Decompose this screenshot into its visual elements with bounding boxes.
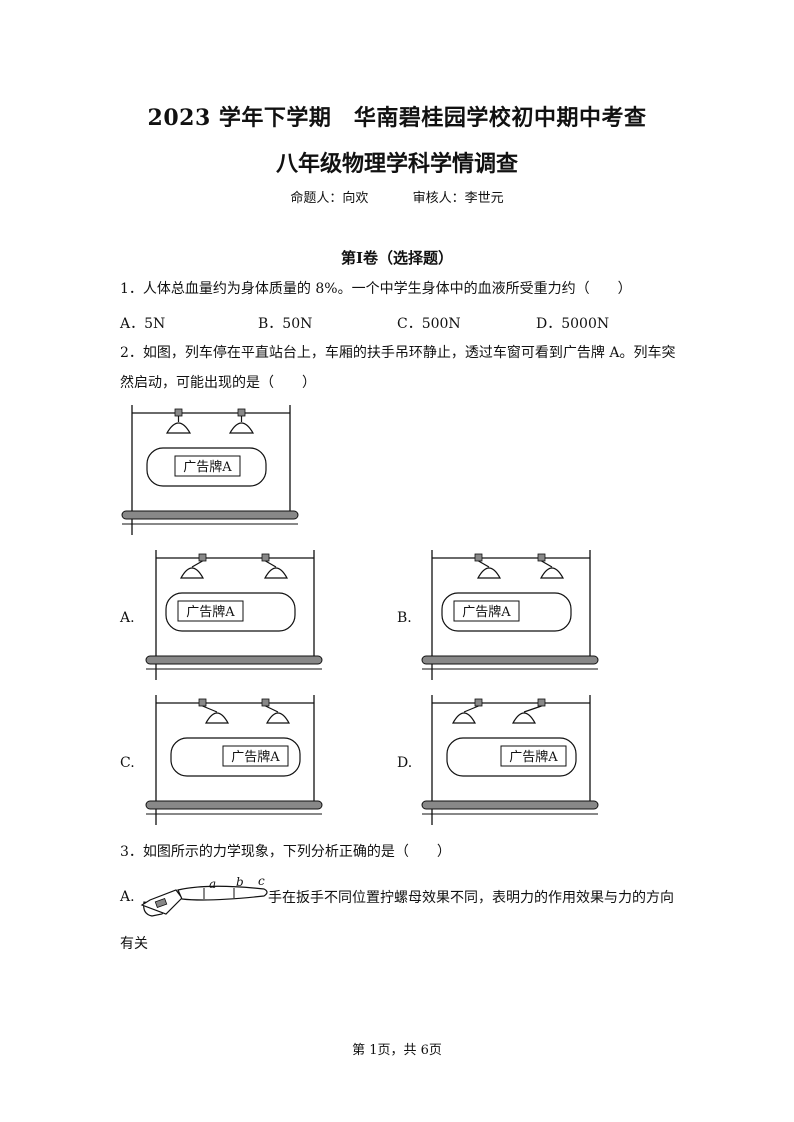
q3-option-a-text: 手在扳手不同位置拧螺母效果不同，表明力的作用效果与力的方向: [268, 890, 674, 906]
train-scene-original: 广告牌A: [118, 400, 303, 544]
wrench-point-c: c: [258, 874, 265, 888]
question-2-text-line1: 2．如图，列车停在平直站台上，车厢的扶手吊环静止，透过车窗可看到广告牌 A。列车…: [120, 345, 676, 361]
question-3-text: 3．如图所示的力学现象，下列分析正确的是（ ）: [120, 844, 451, 860]
billboard-label: 广告牌A: [462, 604, 511, 620]
train-scene-option-c: 广告牌A: [142, 690, 327, 834]
billboard-label: 广告牌A: [186, 604, 235, 620]
q1-option-d: D．5000N: [536, 316, 610, 332]
billboard-label: 广告牌A: [509, 749, 558, 765]
section-title: 第Ⅰ卷（选择题）: [340, 249, 454, 267]
billboard-label: 广告牌A: [183, 459, 232, 475]
q2-option-a-label: A.: [120, 610, 135, 626]
wrench-point-a: a: [209, 877, 216, 891]
exam-title-line2: 八年级物理学科学情调查: [275, 151, 518, 177]
author: 命题人：向欢: [290, 191, 369, 206]
q1-option-c: C．500N: [397, 316, 461, 332]
wrench-figure: a b c: [138, 874, 273, 924]
reviewer: 审核人：李世元: [412, 191, 504, 206]
exam-title-line1: 2023 学年下学期 华南碧桂园学校初中期中考查: [147, 105, 647, 131]
train-scene-option-b: 广告牌A: [418, 545, 603, 689]
q3-option-a-label: A.: [120, 889, 135, 905]
train-scene-option-d: 广告牌A: [418, 690, 603, 834]
q1-option-b: B．50N: [258, 316, 313, 332]
page-number: 第 1页，共 6页: [352, 1043, 442, 1058]
train-scene-option-a: 广告牌A: [142, 545, 327, 689]
q1-option-a: A．5N: [120, 316, 166, 332]
q2-option-c-label: C.: [120, 755, 135, 771]
q2-option-b-label: B.: [397, 610, 412, 626]
question-2-text-line2: 然启动，可能出现的是（ ）: [120, 375, 316, 391]
question-1-text: 1．人体总血量约为身体质量的 8%。一个中学生身体中的血液所受重力约（ ）: [120, 281, 632, 297]
authors-line: 命题人：向欢 审核人：李世元: [0, 187, 794, 206]
q2-option-d-label: D.: [397, 755, 413, 771]
q3-option-a-continued: 有关: [120, 936, 148, 952]
billboard-label: 广告牌A: [231, 749, 280, 765]
wrench-point-b: b: [236, 875, 244, 889]
